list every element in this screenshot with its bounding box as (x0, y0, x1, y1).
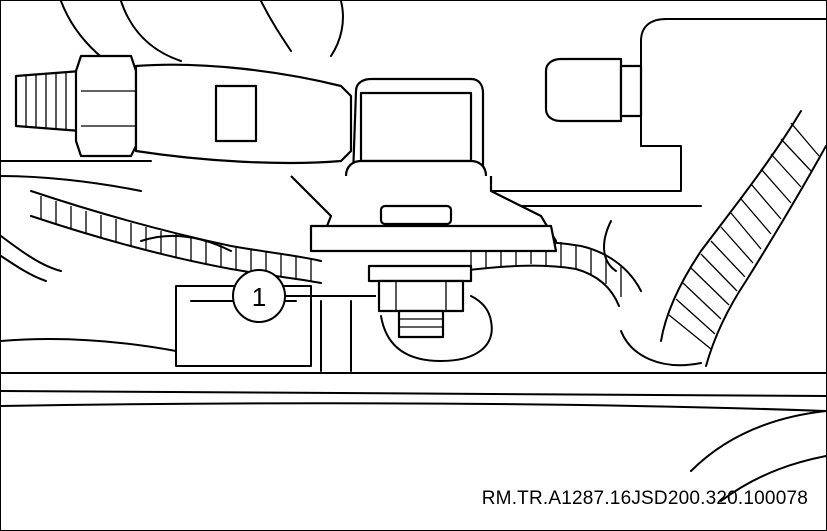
corrugated-hose-right (620, 110, 826, 367)
sensor-connector (14, 54, 353, 165)
body-panel (1, 372, 826, 502)
reference-code: RM.TR.A1287.16JSD200.320.100078 (481, 488, 808, 509)
callout-number: 1 (252, 282, 266, 312)
nut-and-stud (367, 264, 493, 362)
right-fitting (544, 18, 826, 147)
wiring-harness-left (30, 190, 322, 284)
mounting-bracket (290, 77, 558, 253)
callout-1: 1 (232, 269, 376, 323)
